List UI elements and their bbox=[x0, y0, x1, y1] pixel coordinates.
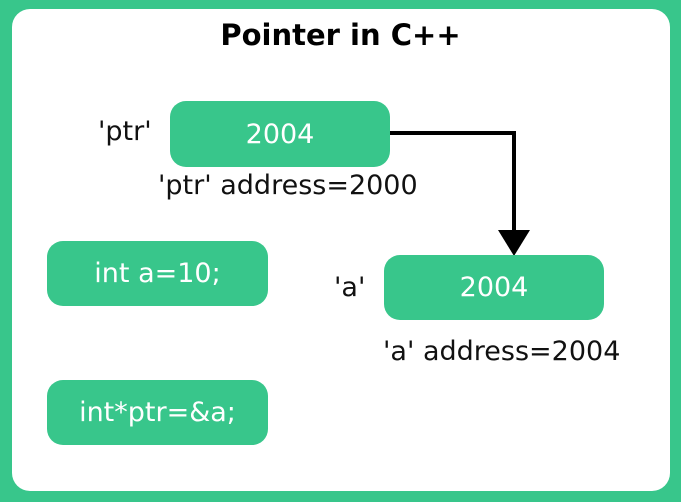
a-name-label: 'a' bbox=[334, 272, 366, 303]
code-line-1: int a=10; bbox=[47, 241, 268, 306]
a-value-box: 2004 bbox=[384, 255, 604, 320]
diagram-title: Pointer in C++ bbox=[220, 18, 461, 52]
code-line-2: int*ptr=&a; bbox=[47, 380, 268, 445]
ptr-value-box: 2004 bbox=[170, 101, 390, 167]
ptr-address-label: 'ptr' address=2000 bbox=[158, 170, 418, 201]
a-address-label: 'a' address=2004 bbox=[383, 336, 621, 367]
ptr-name-label: 'ptr' bbox=[98, 116, 152, 147]
